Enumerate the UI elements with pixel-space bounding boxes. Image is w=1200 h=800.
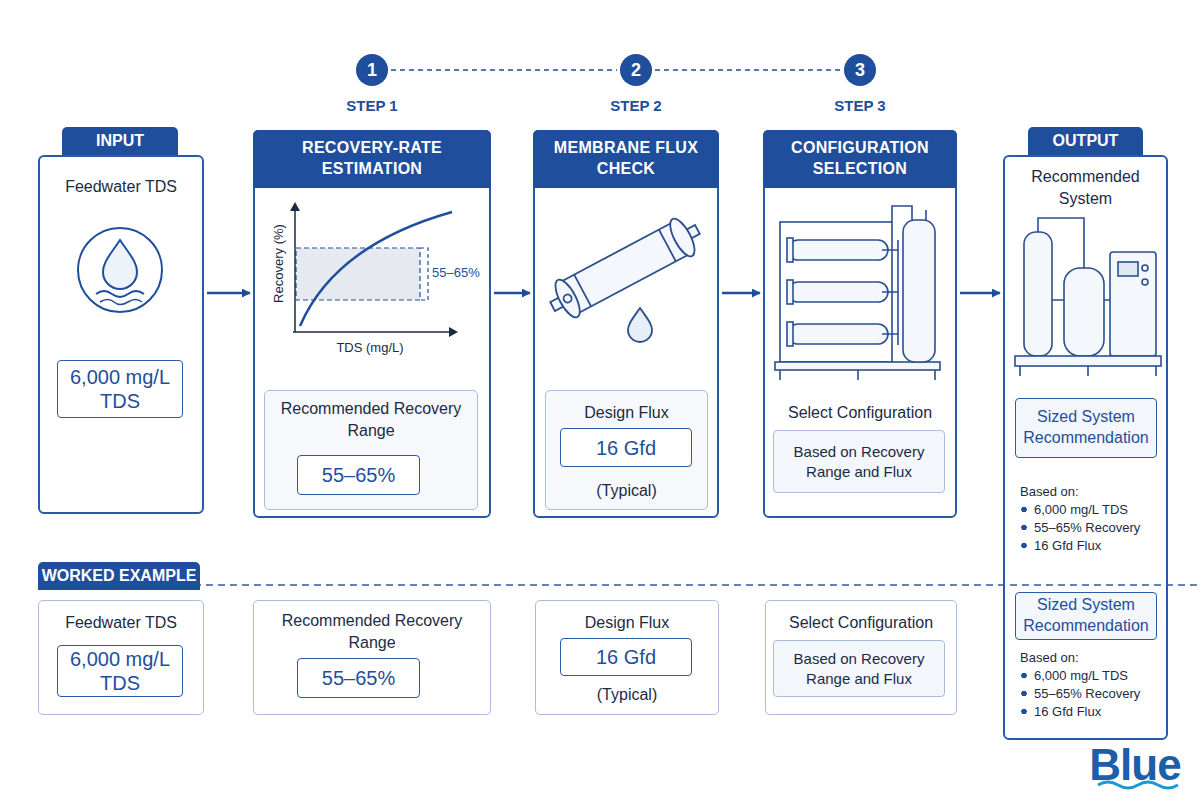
callout-number: 3	[855, 60, 865, 81]
range-label: 55–65%	[432, 265, 492, 280]
box-text: Sized System Recommendation	[1022, 595, 1150, 637]
box-text: 55–65%	[322, 463, 395, 487]
box-text: Design Flux	[535, 612, 719, 634]
result-box: Sized System Recommendation	[1015, 592, 1157, 640]
step-label: STEP 2	[596, 97, 676, 114]
step-panel: CONFIGURATION SELECTION Select Configurat…	[763, 130, 957, 518]
panel-heading: CONFIGURATION SELECTION	[763, 130, 957, 188]
box-text: Based on Recovery Range and Flux	[780, 442, 938, 481]
box-text: Select Configuration	[765, 612, 957, 634]
ro-system-unit	[1015, 218, 1161, 376]
box-text: Recommended Recovery Range	[253, 610, 491, 653]
value-box: 6,000 mg/L TDS	[57, 645, 183, 697]
box-text: 6,000 mg/L TDS	[64, 365, 176, 413]
bullet-item: 55–65% Recovery	[1020, 686, 1160, 701]
box-text: Design Flux	[545, 402, 708, 424]
box-border	[38, 155, 204, 514]
example-box: Select ConfigurationBased on Recovery Ra…	[765, 600, 957, 715]
result-box: Sized System Recommendation	[1015, 398, 1157, 458]
dashed-connector	[391, 69, 617, 71]
flow-arrow	[494, 292, 530, 295]
panel-heading: MEMBRANE FLUX CHECK	[533, 130, 719, 188]
box-text: 16 Gfd	[596, 645, 656, 669]
value-box: 55–65%	[297, 658, 420, 698]
box-text: (Typical)	[535, 684, 719, 706]
panel-heading: RECOVERY-RATE ESTIMATION	[253, 130, 491, 188]
info-box: Recommended Recovery Range 55–65%	[264, 390, 478, 510]
box-text: Feedwater TDS	[38, 176, 204, 198]
box-text: (Typical)	[545, 480, 708, 502]
step-number: 1	[356, 54, 388, 86]
box-text: Based on:	[1020, 484, 1160, 499]
axis-label: TDS (mg/L)	[320, 340, 420, 355]
box-text: Select Configuration	[763, 402, 957, 424]
callout-number: 1	[367, 60, 377, 81]
value-box: 16 Gfd	[560, 638, 692, 676]
value-box: 16 Gfd	[560, 428, 692, 467]
example-box: Recommended Recovery Range 55–65%	[253, 600, 491, 715]
box-text: Based on Recovery Range and Flux	[780, 649, 938, 688]
flow-arrow	[207, 292, 250, 295]
bullet-item: 55–65% Recovery	[1020, 520, 1160, 535]
membrane-element	[543, 211, 708, 342]
bullet-item: 16 Gfd Flux	[1020, 704, 1160, 719]
box-text: Based on:	[1020, 650, 1160, 665]
step-panel: RECOVERY-RATE ESTIMATION Recommended Reco…	[253, 130, 491, 518]
info-box: Design Flux (Typical) 16 Gfd	[545, 390, 708, 510]
value-box: 6,000 mg/L TDS	[57, 360, 183, 418]
bullet-item: 6,000 mg/L TDS	[1020, 502, 1160, 517]
box-text: 55–65%	[322, 666, 395, 690]
box-text: Feedwater TDS	[38, 612, 204, 634]
value-box: 55–65%	[297, 455, 420, 495]
water-drop-icon	[78, 228, 162, 312]
step-number: 3	[844, 54, 876, 86]
brand-logo: Blue	[1080, 740, 1190, 790]
box-text: 6,000 mg/L TDS	[64, 647, 176, 695]
step-number: 2	[620, 54, 652, 86]
step-label: STEP 1	[332, 97, 412, 114]
step-panel: MEMBRANE FLUX CHECK Design Flux (Typical) 1…	[533, 130, 719, 518]
box-text: 16 Gfd	[596, 436, 656, 460]
info-box: Based on Recovery Range and Flux	[773, 640, 945, 697]
section-divider	[38, 584, 1200, 586]
rack-skid	[775, 206, 940, 380]
info-box: Based on Recovery Range and Flux	[773, 430, 945, 493]
box-text: Recommended System	[1003, 166, 1168, 209]
callout-number: 2	[631, 60, 641, 81]
step-label: STEP 3	[820, 97, 900, 114]
panel-heading: OUTPUT	[1028, 127, 1143, 155]
output-panel: OUTPUT Recommended SystemBased on: 6,000 m…	[1003, 127, 1168, 740]
axis-label: Recovery (%)	[271, 214, 286, 314]
panel-heading: INPUT	[62, 127, 178, 155]
bullet-item: 6,000 mg/L TDS	[1020, 668, 1160, 683]
example-box: Design Flux (Typical) 16 Gfd	[535, 600, 719, 715]
dashed-connector	[655, 69, 841, 71]
input-panel: INPUT Feedwater TDS 6,000 mg/L TDS	[38, 127, 204, 514]
box-text: Sized System Recommendation	[1022, 407, 1150, 449]
bullet-item: 16 Gfd Flux	[1020, 538, 1160, 553]
box-text: Recommended Recovery Range	[264, 398, 478, 441]
flow-arrow	[722, 292, 760, 295]
panel-heading: WORKED EXAMPLE	[38, 562, 200, 590]
example-panel: WORKED EXAMPLE Feedwater TDS 6,000 mg/L TD…	[38, 562, 204, 715]
flow-arrow	[960, 292, 1000, 295]
